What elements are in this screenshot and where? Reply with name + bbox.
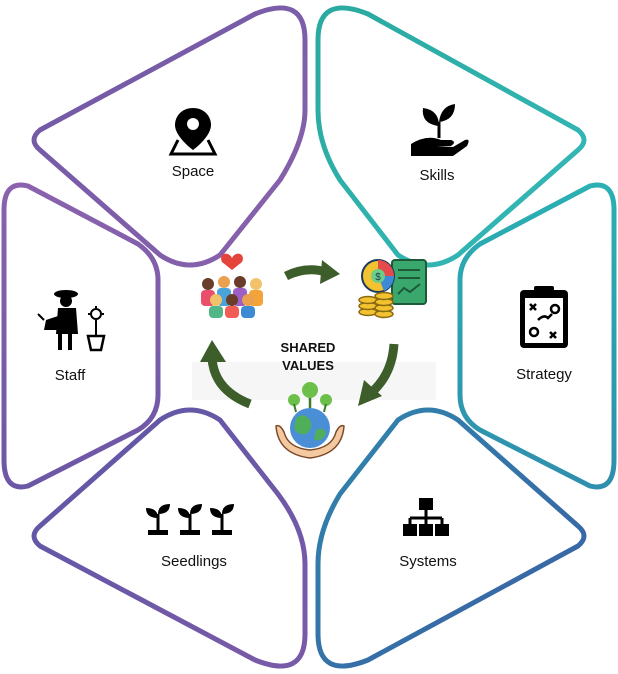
segment-systems: Systems bbox=[315, 407, 587, 669]
org-chart-icon bbox=[403, 498, 449, 536]
arrow-right-head bbox=[358, 380, 382, 406]
segment-seedlings: Seedlings bbox=[31, 407, 308, 669]
center-cycle: $ SHARED VALUES bbox=[192, 253, 436, 459]
clipboard-tactics-icon bbox=[520, 286, 568, 348]
arrow-left bbox=[207, 357, 252, 409]
cycle-arrows bbox=[200, 260, 399, 409]
map-pin-icon bbox=[168, 108, 218, 156]
arrow-right bbox=[368, 343, 399, 396]
seedlings-icon bbox=[146, 504, 234, 535]
segment-label-systems: Systems bbox=[399, 553, 457, 570]
gardener-icon bbox=[37, 290, 106, 352]
segment-label-staff: Staff bbox=[55, 367, 86, 384]
segment-label-space: Space bbox=[172, 163, 215, 180]
community-heart-icon bbox=[201, 253, 263, 318]
segment-label-seedlings: Seedlings bbox=[161, 553, 227, 570]
segment-skills: Skills bbox=[315, 5, 587, 268]
svg-text:$: $ bbox=[375, 272, 381, 283]
finance-report-icon: $ bbox=[358, 259, 427, 319]
hand-plant-icon bbox=[411, 104, 469, 156]
center-label-line2: VALUES bbox=[282, 358, 334, 373]
segment-label-strategy: Strategy bbox=[516, 366, 572, 383]
segment-strategy: Strategy bbox=[457, 182, 617, 490]
arrow-left-head bbox=[200, 340, 226, 362]
earth-hands-icon bbox=[275, 382, 345, 459]
segment-staff: Staff bbox=[1, 182, 161, 490]
arrow-top-head bbox=[320, 260, 340, 284]
segment-label-skills: Skills bbox=[419, 167, 454, 184]
arrow-top bbox=[283, 265, 328, 281]
center-label-line1: SHARED bbox=[281, 340, 336, 355]
segment-space: Space bbox=[31, 5, 308, 268]
